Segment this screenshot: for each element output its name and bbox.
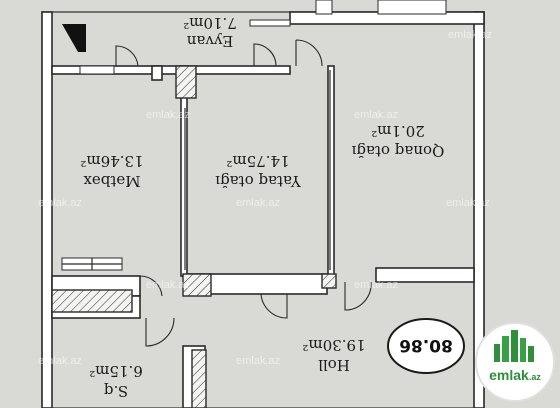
logo-suffix: .az xyxy=(529,372,542,382)
room-labels: Eyvan 7.10m² Mətbəx 13.46m² Yataq otağı … xyxy=(80,14,444,400)
svg-text:emlak.az: emlak.az xyxy=(489,367,541,383)
watermarks: emlak.az emlak.az emlak.az emlak.az emla… xyxy=(38,29,492,367)
total-area-value: 80.86 xyxy=(399,335,453,355)
room-area-bedroom: 14.75m² xyxy=(226,152,289,170)
room-name-bedroom: Yataq otağı xyxy=(215,172,302,190)
city-skyline-icon xyxy=(494,330,534,362)
vent-shaft-icon xyxy=(62,24,86,52)
watermark-text: emlak.az xyxy=(146,109,190,121)
watermark-text: emlak.az xyxy=(354,109,398,121)
watermark-text: emlak.az xyxy=(448,29,492,41)
watermark-text: emlak.az xyxy=(236,197,280,209)
watermark-text: emlak.az xyxy=(146,279,190,291)
watermark-text: emlak.az xyxy=(446,197,490,209)
room-name-kitchen: Mətbəx xyxy=(83,172,141,190)
room-name-hall: Holl xyxy=(318,356,350,374)
room-area-wc: 6.15m² xyxy=(89,362,143,380)
room-area-hall: 19.30m² xyxy=(302,336,365,354)
room-name-living: Qonaq otağı xyxy=(351,142,444,160)
watermark-text: emlak.az xyxy=(38,355,82,367)
structural-columns xyxy=(51,65,337,408)
total-area-badge: 80.86 xyxy=(387,318,465,374)
logo-wordmark: emlak xyxy=(489,367,529,383)
doors xyxy=(115,39,372,347)
room-name-wc: S.q xyxy=(104,382,129,400)
watermark-text: emlak.az xyxy=(354,279,398,291)
windows xyxy=(61,0,447,271)
room-area-living: 20.1m² xyxy=(371,122,425,140)
room-name-eyvan: Eyvan xyxy=(186,32,233,50)
watermark-text: emlak.az xyxy=(236,355,280,367)
room-area-kitchen: 13.46m² xyxy=(80,152,143,170)
room-area-eyvan: 7.10m² xyxy=(183,14,237,32)
watermark-text: emlak.az xyxy=(38,197,82,209)
emlak-logo: emlak.az xyxy=(475,322,555,402)
